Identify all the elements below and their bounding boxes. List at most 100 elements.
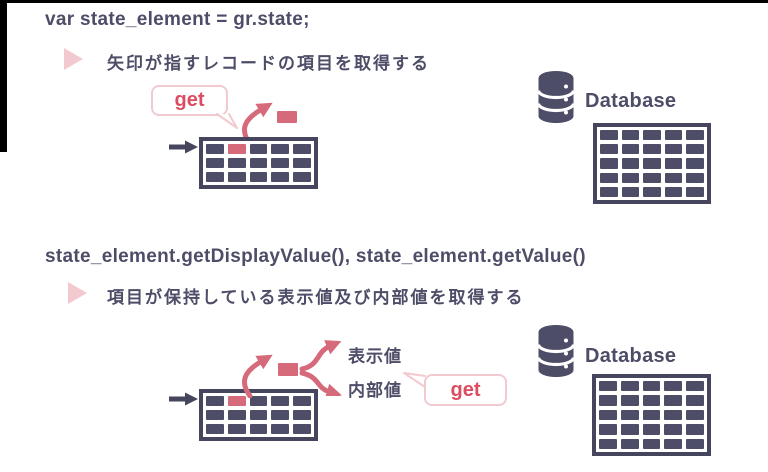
table-cell (620, 395, 639, 406)
table-cell (600, 172, 618, 183)
bullet-triangle-icon (64, 48, 83, 70)
table-cell (664, 172, 683, 183)
row-pointer-arrow-icon (169, 140, 198, 154)
table-cell (621, 130, 640, 141)
table-cell (643, 130, 661, 141)
table-cell (271, 424, 290, 434)
record-table (199, 137, 318, 189)
table-cell (271, 410, 290, 420)
table-cell (599, 438, 617, 449)
table-cell (664, 158, 683, 169)
table-cell (642, 381, 661, 392)
table-cell (664, 424, 683, 435)
table-cell (686, 424, 704, 435)
table-cell (686, 172, 704, 183)
table-cell (206, 144, 224, 154)
table-cell (293, 410, 311, 420)
table-cell (620, 381, 639, 392)
table-cell (599, 395, 617, 406)
table-cell (206, 410, 224, 420)
row-pointer-arrow-icon (169, 392, 198, 406)
database-icon (536, 71, 576, 123)
table-cell (599, 409, 617, 421)
table-cell (642, 409, 661, 421)
table-cell (271, 396, 290, 406)
branch-arrows-icon (299, 340, 342, 396)
table-cell (620, 438, 639, 449)
table-cell (621, 158, 640, 169)
bullet-triangle-icon (68, 282, 87, 304)
database-label: Database (585, 90, 677, 112)
database-label: Database (585, 345, 677, 367)
table-cell (643, 158, 661, 169)
table-cell (642, 438, 661, 449)
frame-top-edge (0, 0, 768, 3)
table-cell (206, 172, 224, 182)
table-cell (643, 172, 661, 183)
table-cell (686, 158, 704, 169)
table-cell (664, 395, 683, 406)
bubble-tail-icon (216, 113, 238, 129)
table-cell (293, 424, 311, 434)
table-cell (643, 144, 661, 155)
table-cell (599, 381, 617, 392)
database-table (593, 123, 711, 204)
table-cell (271, 172, 290, 182)
table-cell (686, 144, 704, 155)
table-cell (293, 396, 311, 406)
table-cell (686, 395, 704, 406)
table-cell (620, 409, 639, 421)
code-line-2: state_element.getDisplayValue(), state_e… (45, 246, 586, 267)
table-cell (642, 424, 661, 435)
table-cell (249, 172, 268, 182)
table-cell (686, 409, 704, 421)
table-cell (271, 144, 290, 154)
code-line-1: var state_element = gr.state; (45, 9, 310, 30)
table-cell (600, 144, 618, 155)
table-cell (227, 424, 246, 434)
table-cell (686, 186, 704, 197)
get-label: get (174, 89, 205, 111)
table-cell (621, 172, 640, 183)
table-cell (642, 395, 661, 406)
extracted-field-chip (277, 111, 297, 123)
extracted-field-chip (278, 363, 298, 376)
table-cell (664, 186, 683, 197)
table-cell (599, 424, 617, 435)
table-cell (664, 409, 683, 421)
highlighted-field-cell (227, 396, 246, 406)
database-icon (536, 325, 576, 377)
table-cell (206, 396, 224, 406)
table-cell (620, 424, 639, 435)
get-speech-bubble: get (424, 374, 507, 406)
table-cell (293, 172, 311, 182)
highlighted-field-cell (227, 144, 246, 154)
table-cell (206, 158, 224, 168)
table-cell (664, 438, 683, 449)
table-cell (249, 158, 268, 168)
display-value-label: 表示値 (348, 347, 402, 366)
table-cell (249, 410, 268, 420)
table-cell (249, 424, 268, 434)
bubble-tail-icon (403, 372, 426, 388)
internal-value-label: 内部値 (348, 381, 402, 400)
frame-left-edge (0, 0, 7, 152)
table-cell (664, 144, 683, 155)
table-cell (600, 130, 618, 141)
table-cell (249, 396, 268, 406)
table-cell (293, 158, 311, 168)
get-label: get (450, 378, 481, 401)
database-table (592, 374, 711, 456)
table-cell (686, 381, 704, 392)
table-cell (271, 158, 290, 168)
table-cell (227, 172, 246, 182)
table-cell (227, 158, 246, 168)
table-cell (227, 410, 246, 420)
get-speech-bubble: get (151, 85, 228, 116)
bullet-text-2: 項目が保持している表示値及び内部値を取得する (107, 288, 525, 307)
record-table (199, 389, 318, 441)
table-cell (621, 186, 640, 197)
table-cell (293, 144, 311, 154)
table-cell (600, 186, 618, 197)
table-cell (686, 130, 704, 141)
